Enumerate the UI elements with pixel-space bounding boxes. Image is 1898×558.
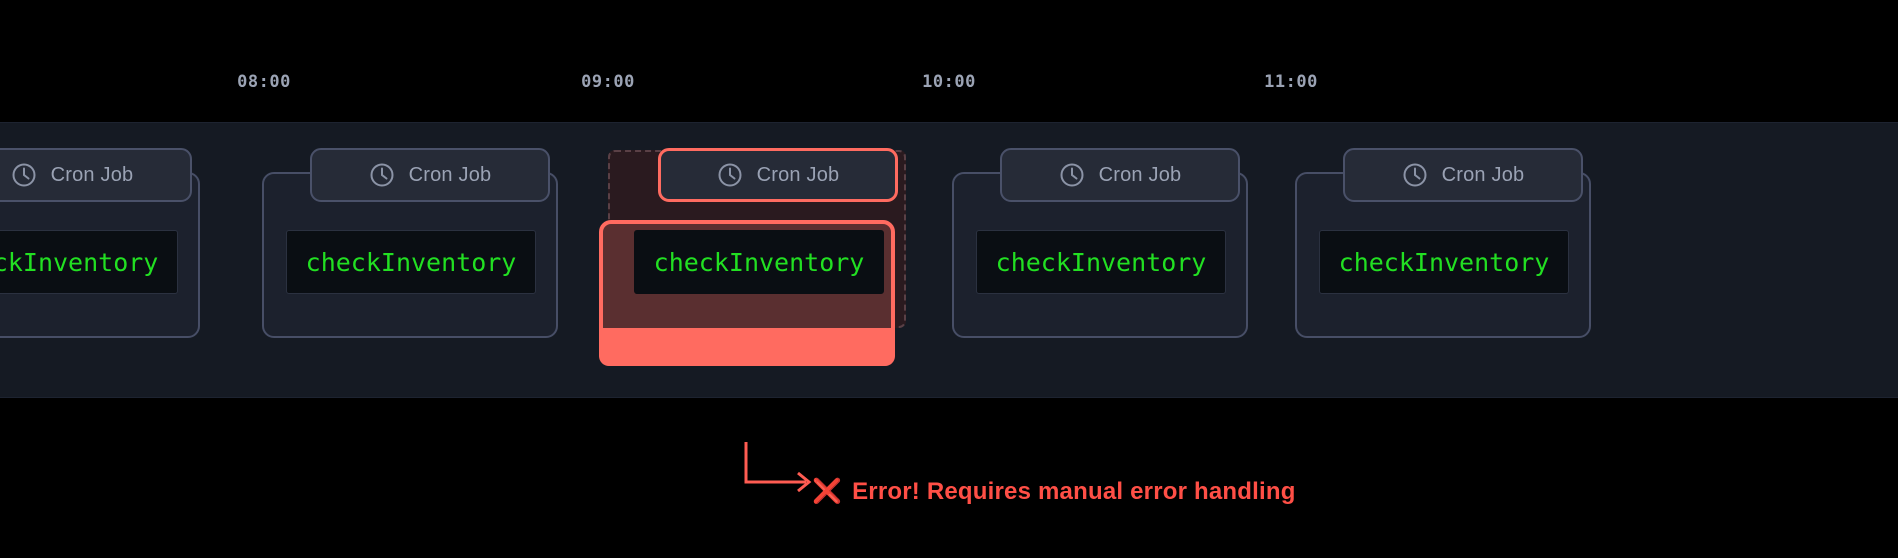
time-tick-label: 09:00: [581, 72, 635, 92]
cron-job-badge-label: Cron Job: [50, 163, 134, 186]
function-chip[interactable]: checkInventory: [286, 230, 536, 294]
clock-icon: [717, 162, 743, 188]
function-name-label: checkInventory: [653, 247, 865, 277]
time-tick-label: 10:00: [922, 72, 976, 92]
error-fill-bar: [599, 328, 895, 366]
cron-job-badge[interactable]: Cron Job: [658, 148, 898, 202]
error-x-icon: ❌: [812, 478, 843, 505]
error-message-label: Error! Requires manual error handling: [852, 478, 1296, 505]
function-name-label: checkInventory: [995, 247, 1207, 277]
cron-job-group[interactable]: Cron Job checkInventory: [0, 148, 232, 358]
cron-job-group[interactable]: Cron Job checkInventory: [940, 148, 1280, 358]
function-chip[interactable]: checkInventory: [634, 230, 884, 294]
function-chip[interactable]: checkInventory: [0, 230, 178, 294]
cron-job-badge-label: Cron Job: [408, 163, 492, 186]
cron-job-badge-label: Cron Job: [756, 163, 840, 186]
cron-job-badge[interactable]: Cron Job: [0, 148, 192, 202]
time-ruler: 08:00 09:00 10:00 11:00: [0, 0, 1898, 122]
function-chip[interactable]: checkInventory: [976, 230, 1226, 294]
cron-job-badge[interactable]: Cron Job: [310, 148, 550, 202]
error-callout-text: ❌ Error! Requires manual error handling: [812, 478, 1296, 506]
cron-job-badge[interactable]: Cron Job: [1000, 148, 1240, 202]
clock-icon: [11, 162, 37, 188]
time-tick-label: 08:00: [237, 72, 291, 92]
cron-job-group[interactable]: Cron Job checkInventory: [1283, 148, 1623, 358]
cron-job-group[interactable]: Cron Job checkInventory: [250, 148, 590, 358]
cron-job-group[interactable]: Cron Job checkInventory: [598, 148, 938, 366]
error-callout-arrow: [744, 442, 812, 493]
clock-icon: [369, 162, 395, 188]
function-name-label: checkInventory: [305, 247, 517, 277]
cron-job-badge-label: Cron Job: [1098, 163, 1182, 186]
function-name-label: checkInventory: [1338, 247, 1550, 277]
cron-job-badge[interactable]: Cron Job: [1343, 148, 1583, 202]
clock-icon: [1059, 162, 1085, 188]
cron-job-badge-label: Cron Job: [1441, 163, 1525, 186]
clock-icon: [1402, 162, 1428, 188]
function-chip[interactable]: checkInventory: [1319, 230, 1569, 294]
function-name-label: checkInventory: [0, 247, 159, 277]
time-tick-label: 11:00: [1264, 72, 1318, 92]
